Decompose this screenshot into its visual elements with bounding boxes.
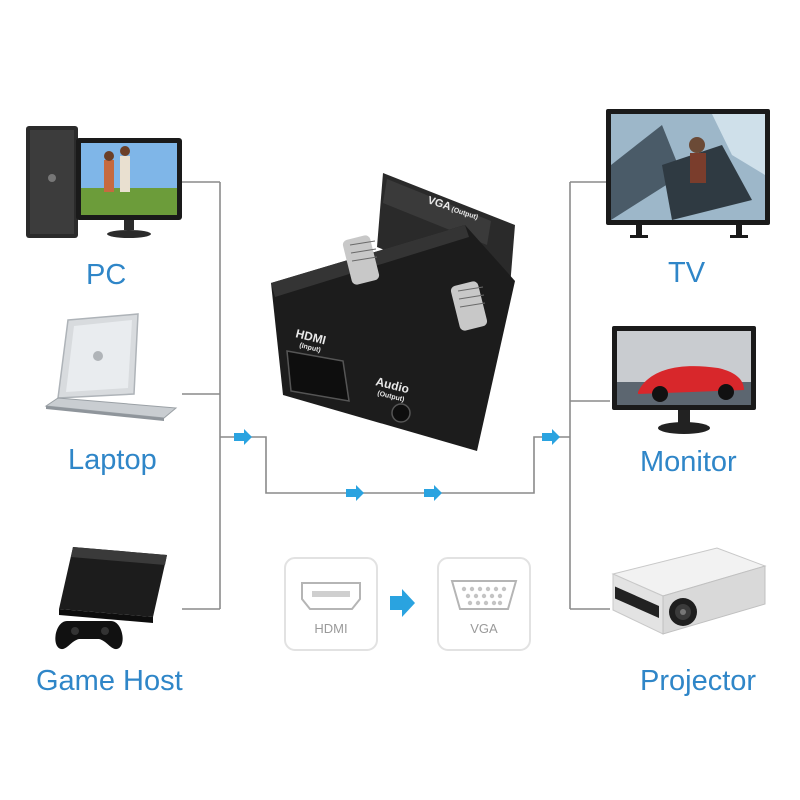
hdmi-vga-adapter: VGA (Output) HDMI (Input) Audio (Output) [271,173,515,451]
flow-arrow-icon [346,485,364,501]
monitor-icon [612,326,756,434]
vga-port-icon [450,580,518,610]
tv-icon [606,109,770,238]
hdmi-badge [284,557,378,651]
laptop-label: Laptop [68,444,157,476]
vga-badge-label: VGA [470,621,498,636]
flow-arrow-icon [542,429,560,445]
desktop-pc-icon [26,126,182,238]
game-host-label: Game Host [36,665,183,697]
game-console-icon [55,547,167,650]
hdmi-port-icon [301,582,361,610]
flow-arrow-icon [424,485,442,501]
monitor-label: Monitor [640,446,737,478]
projector-label: Projector [640,665,757,697]
vga-badge [437,557,531,651]
pc-label: PC [86,259,127,291]
right-arrow-icon [390,589,415,617]
laptop-icon [44,313,178,421]
tv-label: TV [668,257,706,289]
flow-arrow-icon [234,429,252,445]
conversion-badges: HDMI VGA [284,557,531,651]
hdmi-badge-label: HDMI [314,621,347,636]
projector-icon [611,547,767,635]
